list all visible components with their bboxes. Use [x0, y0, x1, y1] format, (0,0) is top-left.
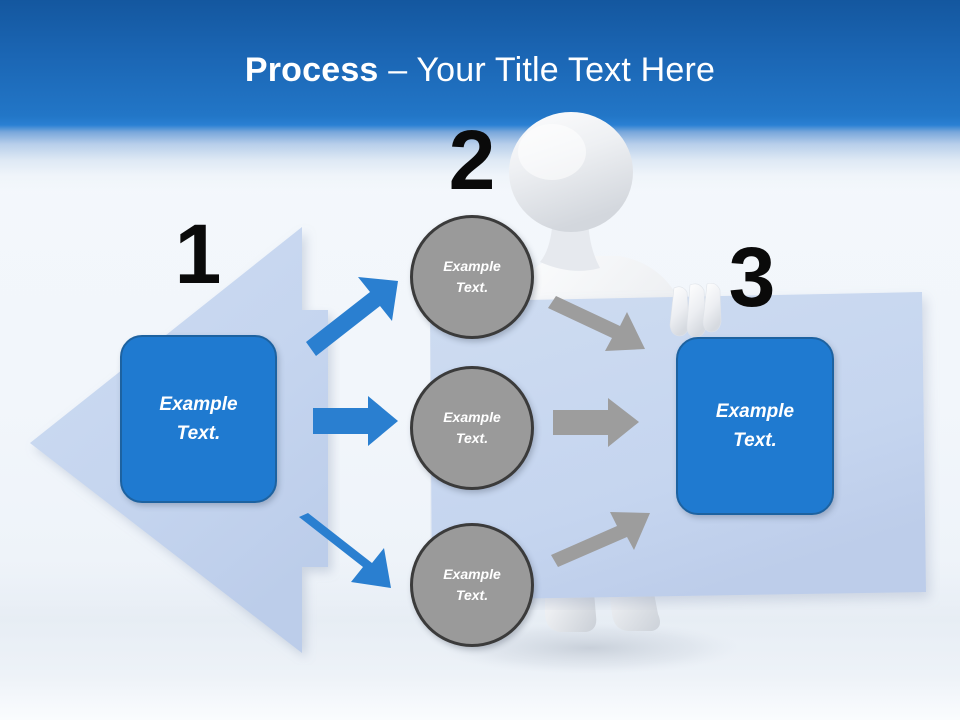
- page-title-strong: Process: [244, 51, 379, 89]
- step-number-1: 1: [174, 207, 222, 301]
- middle-node-3-label-line2: Text.: [455, 587, 489, 603]
- step-number-3: 3: [728, 230, 776, 324]
- middle-node-1[interactable]: Example Text.: [410, 215, 534, 339]
- middle-node-2[interactable]: Example Text.: [410, 366, 534, 490]
- step-number-2: 2: [448, 113, 496, 207]
- middle-node-1-label-line1: Example: [443, 258, 501, 274]
- middle-node-2-label-line1: Example: [443, 409, 501, 425]
- middle-node-3-label-line1: Example: [443, 566, 501, 582]
- page-title: Process – Your Title Text Here: [0, 50, 960, 90]
- step-3-box[interactable]: Example Text.: [676, 337, 834, 515]
- step-3-box-label-line2: Text.: [733, 430, 777, 451]
- middle-node-3[interactable]: Example Text.: [410, 523, 534, 647]
- step-3-box-label-line1: Example: [715, 401, 795, 422]
- page-title-separator: –: [378, 51, 417, 89]
- step-1-box-label-line1: Example: [159, 394, 238, 415]
- step-1-box[interactable]: Example Text.: [120, 335, 277, 503]
- middle-node-2-label-line2: Text.: [455, 430, 489, 446]
- step-1-box-label-line2: Text.: [176, 423, 221, 444]
- middle-node-1-label-line2: Text.: [455, 279, 489, 295]
- header-gradient-band: [0, 0, 960, 200]
- page-title-rest: Your Title Text Here: [416, 51, 716, 89]
